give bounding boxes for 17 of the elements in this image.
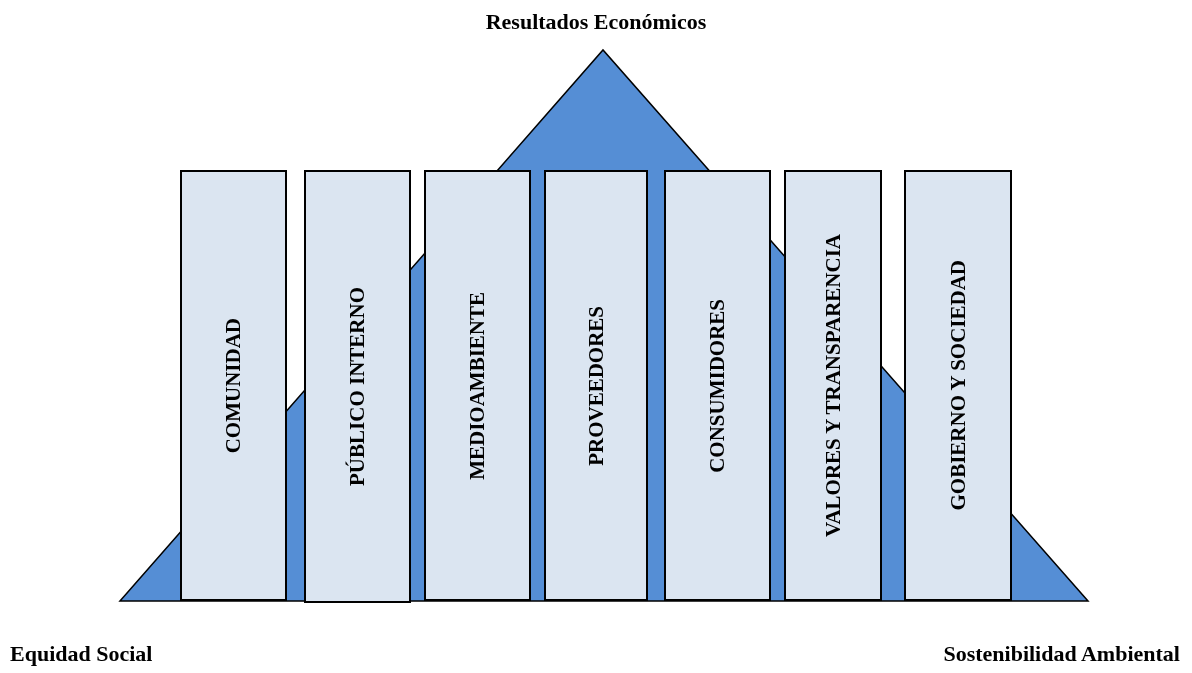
pillar-box xyxy=(544,170,648,601)
pillar-box xyxy=(784,170,882,601)
pillar-label: VALORES Y TRANSPARENCIA xyxy=(822,234,844,537)
pillar-label: MEDIOAMBIENTE xyxy=(467,291,488,480)
corner-label: Sostenibilidad Ambiental xyxy=(943,641,1180,666)
pillar-label: GOBIERNO Y SOCIEDAD xyxy=(947,260,969,511)
pillar-label: CONSUMIDORES xyxy=(707,298,728,473)
pillar-label: COMUNIDAD xyxy=(223,317,244,454)
pillar-box xyxy=(304,170,411,603)
pillar-box xyxy=(180,170,287,601)
pillar-box xyxy=(904,170,1012,601)
pillar-box xyxy=(424,170,531,601)
pillar-label: PROVEEDORES xyxy=(585,305,607,466)
corner-label: Equidad Social xyxy=(10,641,153,666)
pillar-label: PÚBLICO INTERNO xyxy=(347,287,368,486)
pillar-box xyxy=(664,170,771,601)
corner-label: Resultados Económicos xyxy=(485,9,707,34)
